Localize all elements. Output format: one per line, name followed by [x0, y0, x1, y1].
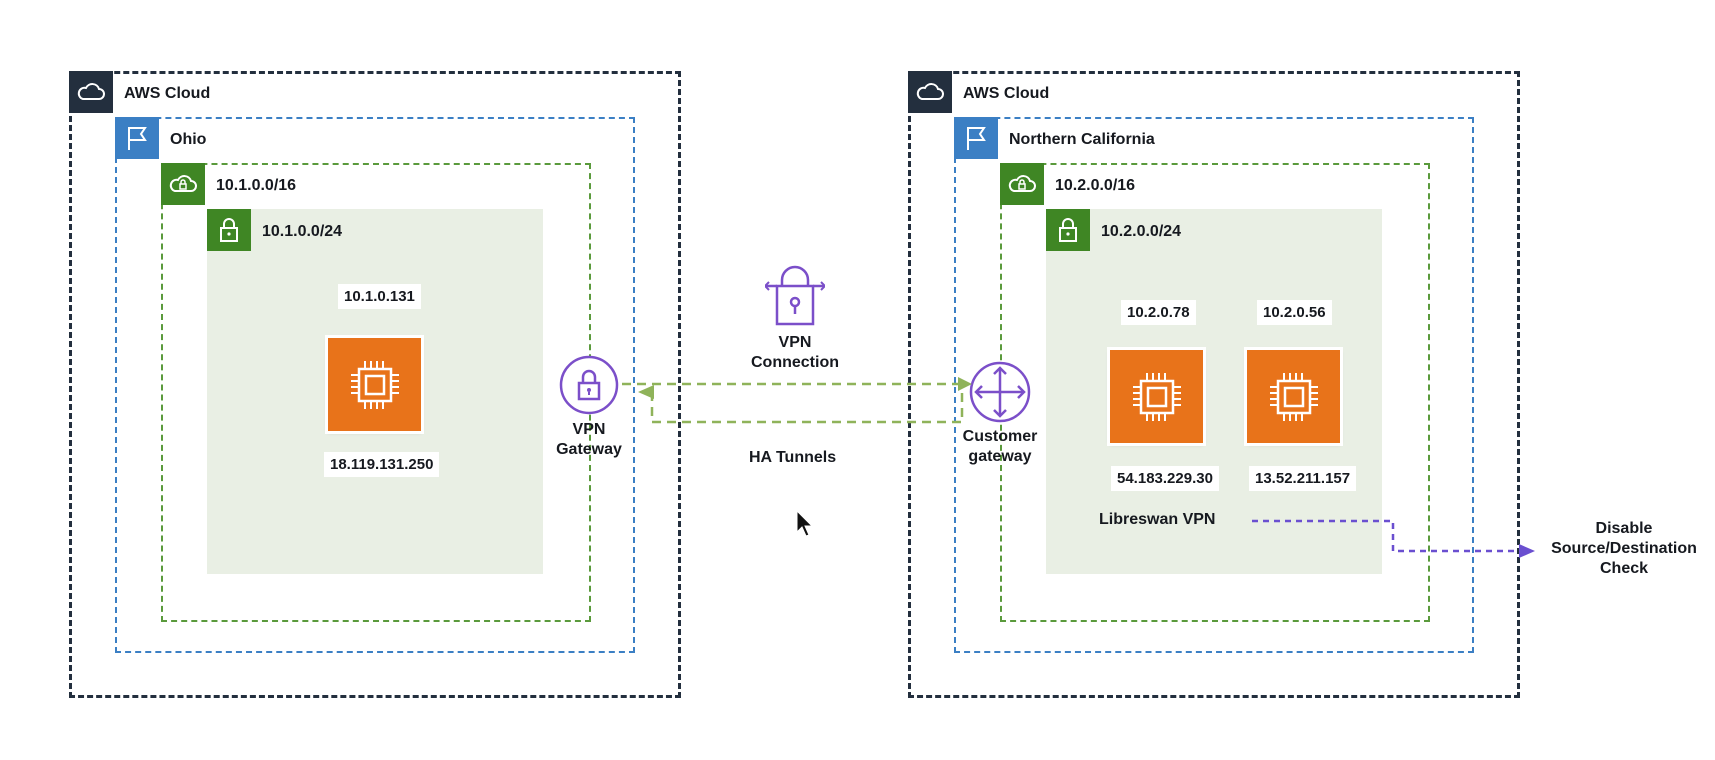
tunnel-arrowhead-left: [638, 385, 654, 399]
vpn-connection-label: VPN Connection: [735, 333, 855, 373]
left-vpc-cidr: 10.1.0.0/16: [216, 177, 297, 194]
flag-icon: [115, 117, 159, 159]
customer-gateway-icon[interactable]: [968, 360, 1032, 424]
ec2-chip-icon[interactable]: [328, 338, 421, 431]
libreswan-vpn-label: Libreswan VPN: [1099, 511, 1216, 528]
vpn-gateway-icon[interactable]: [558, 354, 620, 416]
vpn-connection-icon: [763, 262, 827, 330]
source-dest-check-arrow-line: [1252, 519, 1520, 553]
customer-gateway-label-line1: Customer: [962, 428, 1038, 445]
ha-tunnels-label: HA Tunnels: [749, 449, 837, 466]
left-region-group: [115, 117, 635, 653]
ec2-chip-icon[interactable]: [1110, 350, 1203, 443]
lock-icon: [207, 209, 251, 251]
right-instance-a-private-ip: 10.2.0.78: [1121, 300, 1196, 325]
cursor-icon: [796, 509, 814, 537]
left-instance-private-ip: 10.1.0.131: [338, 284, 421, 309]
customer-gateway-label-line2: gateway: [968, 448, 1032, 465]
vpn-gateway-label-line1: VPN: [572, 421, 606, 438]
vpn-connection-label-line2: Connection: [751, 354, 839, 371]
vpn-connection-label-line1: VPN: [778, 334, 812, 351]
right-region-label: Northern California: [1009, 131, 1155, 148]
vpn-gateway-label: VPN Gateway: [539, 420, 639, 460]
source-dest-check-arrowhead: [1519, 544, 1535, 558]
left-subnet-cidr: 10.1.0.0/24: [262, 223, 343, 240]
disable-check-callout: Disable Source/Destination Check: [1534, 519, 1714, 579]
right-subnet-cidr: 10.2.0.0/24: [1101, 223, 1182, 240]
cloud-icon: [908, 71, 952, 113]
customer-gateway-label: Customer gateway: [950, 427, 1050, 467]
vpc-cloud-icon: [161, 163, 205, 205]
left-region-label: Ohio: [170, 131, 207, 148]
right-instance-b-private-ip: 10.2.0.56: [1257, 300, 1332, 325]
callout-line1: Disable: [1595, 520, 1653, 537]
lock-icon: [1046, 209, 1090, 251]
ec2-chip-icon[interactable]: [1247, 350, 1340, 443]
right-instance-b-public-ip: 13.52.211.157: [1249, 466, 1357, 491]
right-cloud-label: AWS Cloud: [963, 85, 1050, 102]
flag-icon: [954, 117, 998, 159]
cloud-icon: [69, 71, 113, 113]
ha-tunnel-lines: [622, 382, 964, 424]
vpn-gateway-label-line2: Gateway: [556, 441, 622, 458]
callout-line3: Check: [1599, 560, 1649, 577]
left-instance-public-ip: 18.119.131.250: [324, 452, 440, 477]
right-instance-a-public-ip: 54.183.229.30: [1111, 466, 1219, 491]
tunnel-arrowhead-right: [958, 377, 972, 391]
left-aws-cloud-group: [69, 71, 681, 698]
right-vpc-cidr: 10.2.0.0/16: [1055, 177, 1136, 194]
vpc-cloud-icon: [1000, 163, 1044, 205]
left-cloud-label: AWS Cloud: [124, 85, 211, 102]
callout-line2: Source/Destination: [1551, 540, 1697, 557]
